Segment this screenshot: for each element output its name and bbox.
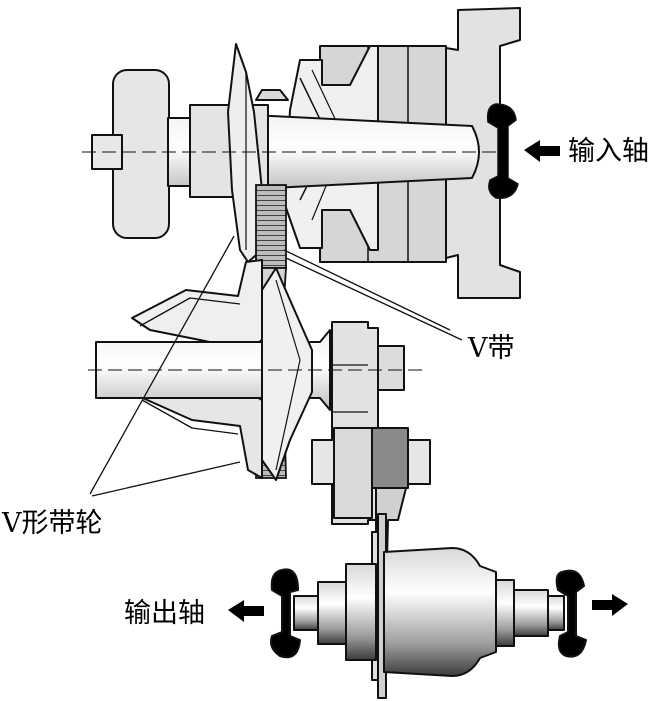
input-fixed-sheave [227,43,263,263]
label-input-shaft: 输入轴 [568,136,649,167]
label-v-pulley: V形带轮 [1,508,103,539]
output-shaft-assembly [270,513,587,699]
arrow-left-icon [228,600,264,622]
label-output-shaft: 输出轴 [124,598,205,629]
output-movable-sheave [131,259,263,351]
center-lines [82,151,500,371]
output-right-joint [555,569,587,658]
label-v-belt: V带 [467,333,515,364]
output-fixed-sheave [261,267,313,481]
arrow-right-icon [592,594,628,616]
output-collar [377,345,405,391]
input-nut [255,89,289,101]
output-left-joint [270,568,301,659]
intermediate-gear [311,439,335,485]
differential-body [383,547,497,677]
leader-lines [89,235,463,497]
input-shaft-coupling [486,103,519,199]
input-pulley-assembly [91,7,521,299]
arrow-left-icon [524,140,560,162]
